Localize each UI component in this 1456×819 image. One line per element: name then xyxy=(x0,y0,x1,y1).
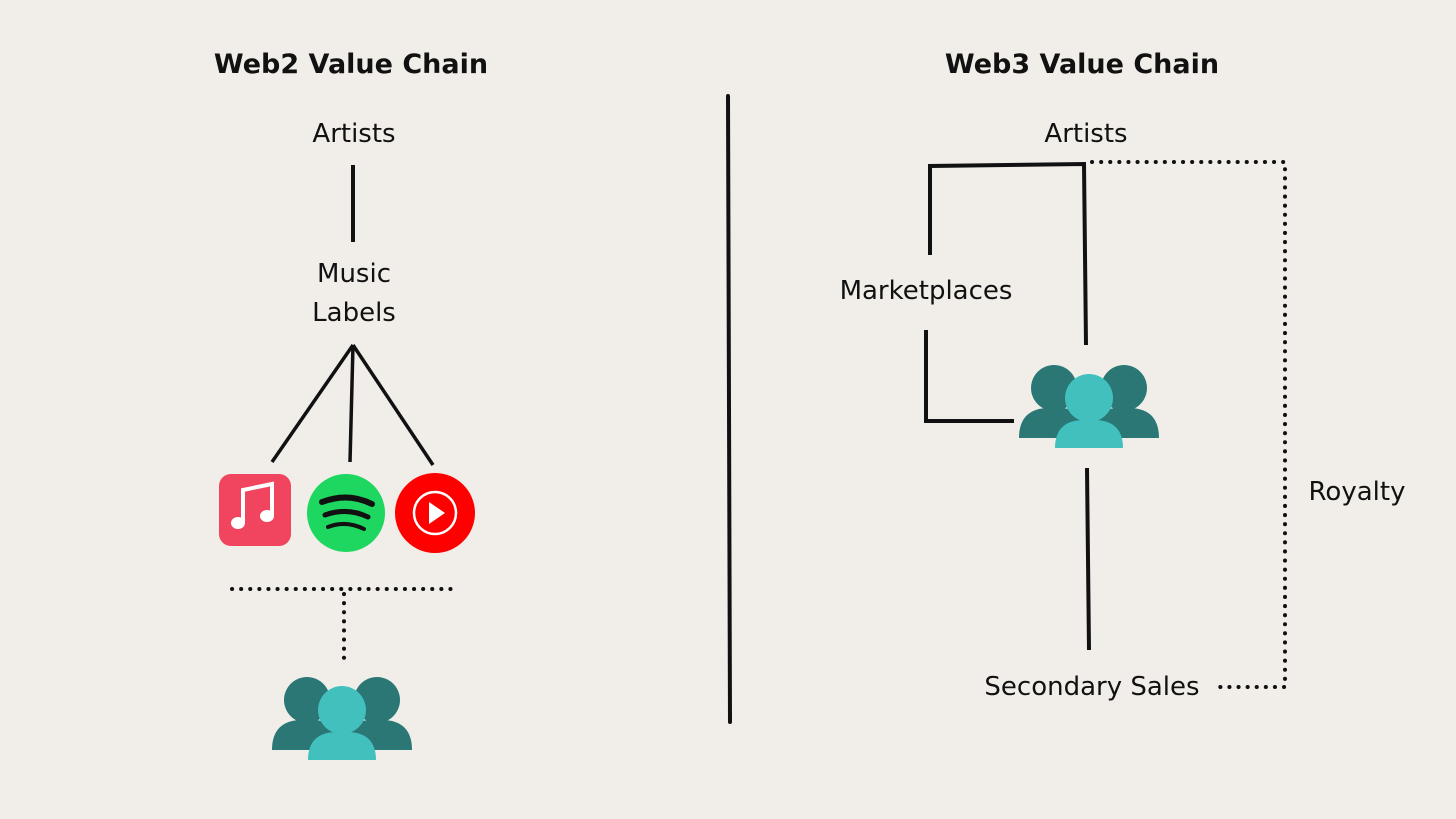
web2-music-label-line1: Music xyxy=(317,259,391,289)
web3-secondary-sales-label: Secondary Sales xyxy=(984,672,1200,702)
web2-music-label-line2: Labels xyxy=(312,298,396,328)
apple-music-icon xyxy=(219,474,291,546)
web3-artists-label: Artists xyxy=(1044,119,1128,149)
web2-platforms-audience-connector xyxy=(230,587,454,668)
center-divider xyxy=(726,94,732,724)
web3-audience-icon xyxy=(1019,365,1159,448)
web3-royalty-label: Royalty xyxy=(1308,477,1406,507)
royalty-dotted-connector xyxy=(1090,160,1287,689)
web3-marketplaces-label: Marketplaces xyxy=(839,276,1013,306)
web3-solid-connectors xyxy=(924,161,1091,651)
youtube-music-icon xyxy=(395,473,475,553)
web2-title: Web2 Value Chain xyxy=(213,49,489,80)
web3-title: Web3 Value Chain xyxy=(944,49,1220,80)
web2-labels-platforms-connectors xyxy=(270,344,435,466)
spotify-icon xyxy=(307,474,385,552)
web2-artists-label: Artists xyxy=(312,119,396,149)
web2-audience-icon xyxy=(272,677,412,760)
